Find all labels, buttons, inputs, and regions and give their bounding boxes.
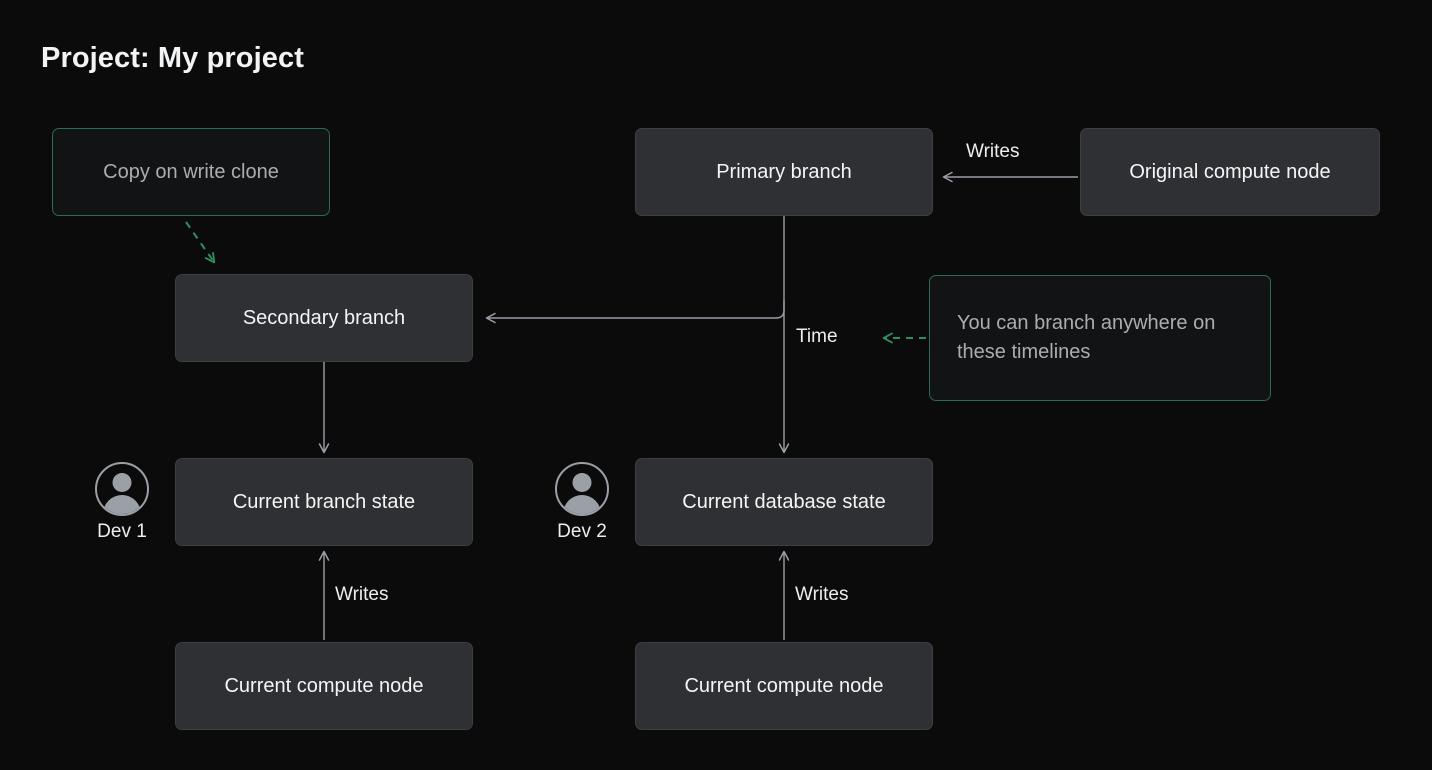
avatar-group-dev-2: Dev 2 (553, 462, 611, 543)
node-original-compute-node[interactable]: Original compute node (1080, 128, 1380, 216)
user-avatar-icon (95, 462, 149, 516)
user-avatar-icon (555, 462, 609, 516)
avatar-body-shape (563, 495, 601, 514)
node-current-branch-state[interactable]: Current branch state (175, 458, 473, 546)
edge-label-time: Time (796, 326, 838, 347)
node-primary-branch-label: Primary branch (716, 160, 852, 183)
node-secondary-branch[interactable]: Secondary branch (175, 274, 473, 362)
note-branch-anywhere-text: You can branch anywhere on these timelin… (957, 312, 1216, 363)
note-copy-on-write-clone-text: Copy on write clone (103, 160, 279, 183)
node-original-compute-node-label: Original compute node (1129, 160, 1331, 183)
node-current-database-state-label: Current database state (682, 490, 886, 513)
note-branch-anywhere: You can branch anywhere on these timelin… (929, 275, 1271, 401)
avatar-head-shape (112, 473, 132, 492)
avatar-label-dev-1: Dev 1 (97, 521, 147, 542)
edge-copy-on-write-to-secondary (185, 221, 216, 264)
avatar-label-dev-2: Dev 2 (557, 521, 607, 542)
node-primary-branch[interactable]: Primary branch (635, 128, 933, 216)
note-copy-on-write-clone: Copy on write clone (52, 128, 330, 216)
page-title: Project: My project (41, 42, 304, 74)
node-current-compute-node-right[interactable]: Current compute node (635, 642, 933, 730)
edge-label-writes-left: Writes (335, 584, 389, 605)
edge-primary-to-secondary-branch (485, 300, 785, 324)
edge-label-writes-right: Writes (795, 584, 849, 605)
node-current-compute-node-left-label: Current compute node (224, 674, 424, 697)
avatar-head-shape (572, 473, 592, 492)
node-current-database-state[interactable]: Current database state (635, 458, 933, 546)
node-secondary-branch-label: Secondary branch (242, 306, 406, 329)
avatar-group-dev-1: Dev 1 (93, 462, 151, 543)
node-current-compute-node-right-label: Current compute node (684, 674, 884, 697)
edge-label-writes-top: Writes (966, 141, 1020, 162)
node-current-branch-state-label: Current branch state (232, 490, 416, 513)
avatar-body-shape (103, 495, 141, 514)
node-current-compute-node-left[interactable]: Current compute node (175, 642, 473, 730)
